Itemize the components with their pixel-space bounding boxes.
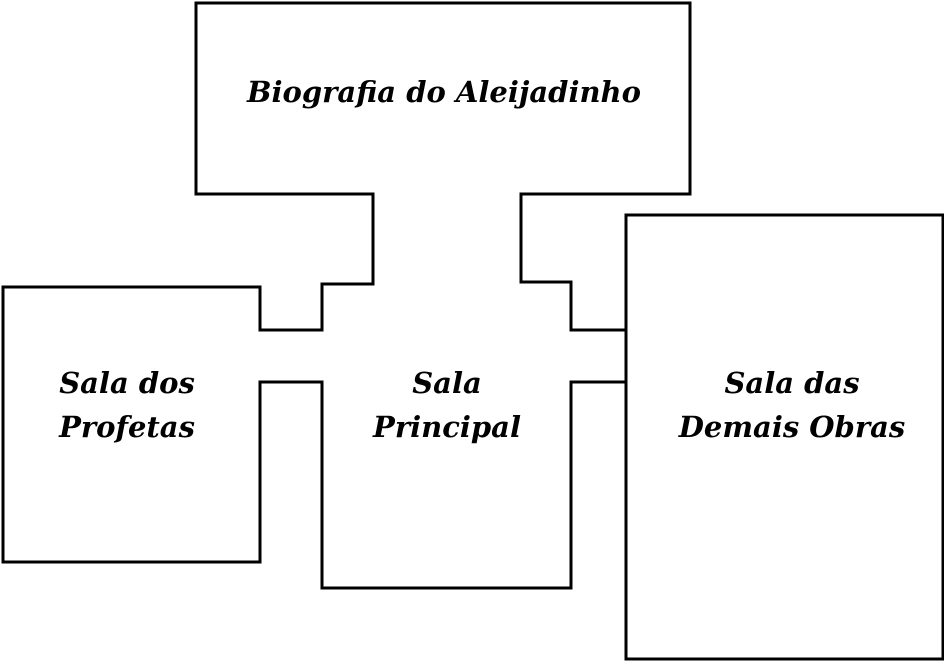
- principal-room-label-line2: Principal: [372, 410, 521, 444]
- demais-obras-room-label-line2: Demais Obras: [678, 410, 905, 444]
- profetas-room-label-line1: Sala dos: [59, 366, 195, 400]
- biografia-room-walls: [1, 1, 692, 332]
- profetas-room-walls: [1, 285, 324, 564]
- principal-room-label-line1: Sala: [412, 366, 482, 400]
- profetas-room-label-line2: Profetas: [58, 410, 195, 444]
- biografia-room-label: Biografia do Aleijadinho: [246, 75, 641, 109]
- demais-obras-room-label-line1: Sala das: [724, 366, 859, 400]
- demais-obras-room-walls: [624, 213, 944, 661]
- principal-room-walls: [320, 380, 628, 590]
